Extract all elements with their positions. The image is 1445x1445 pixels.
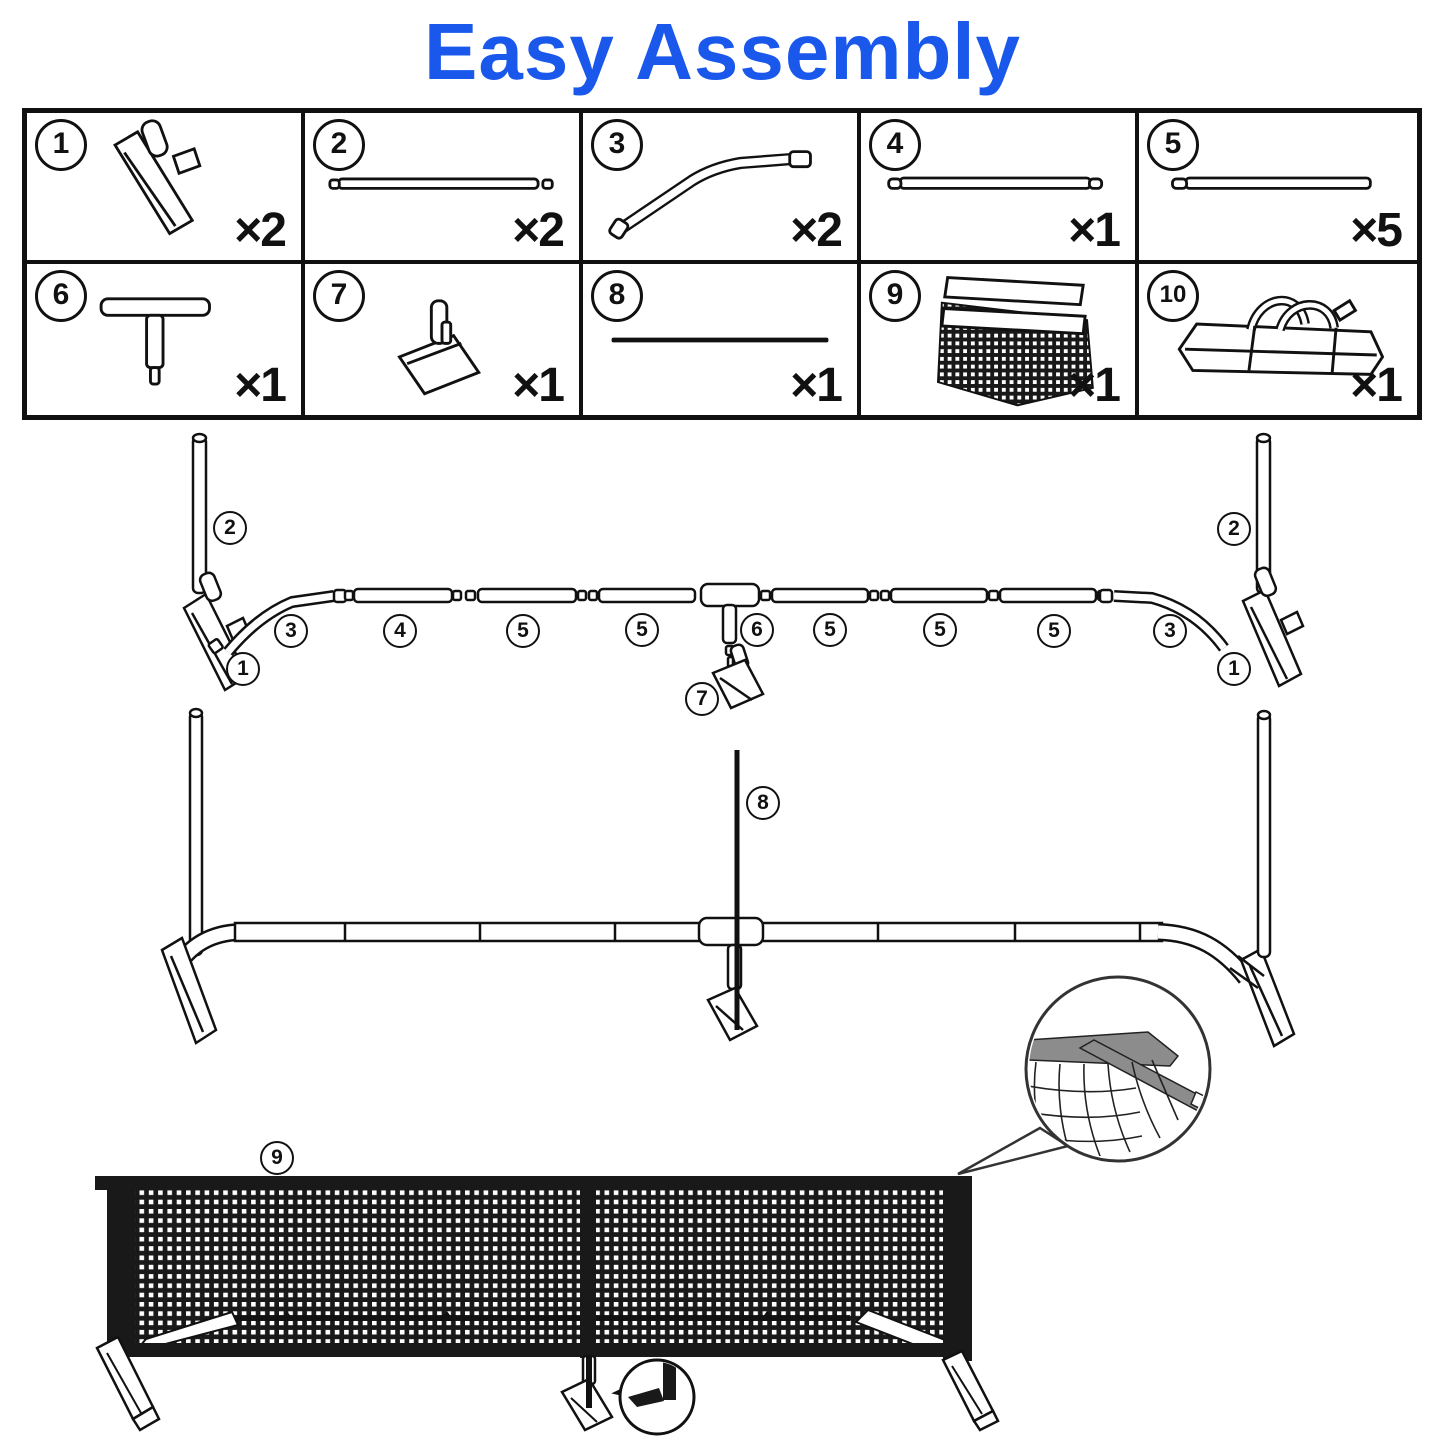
part-quantity: ×1 (1350, 359, 1403, 412)
part-quantity: ×1 (1068, 359, 1121, 412)
callout-tube-4: 4 (383, 614, 417, 648)
part-number-badge: 1 (35, 119, 87, 171)
part-number-badge: 7 (313, 270, 365, 322)
part-illustration-rod (611, 337, 829, 343)
callout-tube-5b: 5 (625, 613, 659, 647)
assembled-frame (160, 707, 1296, 1048)
part-number-badge: 2 (313, 119, 365, 171)
parts-cell-8: 8 ×1 (583, 264, 861, 415)
callout-tube-5c: 5 (813, 613, 847, 647)
callout-center-foot: 7 (685, 682, 719, 716)
parts-table: 1 ×2 2 ×2 (22, 108, 1422, 420)
callout-tube-5a: 5 (506, 614, 540, 648)
net-corner-detail-circle (957, 975, 1212, 1176)
part-number-badge: 10 (1147, 270, 1199, 322)
part-illustration-tube (1171, 176, 1372, 190)
parts-cell-5: 5 ×5 (1139, 113, 1417, 264)
part-illustration-tube (887, 176, 1104, 190)
parts-cell-7: 7 ×1 (305, 264, 583, 415)
callout-tube-5e: 5 (1037, 614, 1071, 648)
parts-cell-4: 4 ×1 (861, 113, 1139, 264)
callout-t-connector: 6 (740, 613, 774, 647)
parts-cell-9: 9 ×1 (861, 264, 1139, 415)
part-illustration-curved-tube (608, 150, 812, 240)
callout-foot-right: 1 (1217, 652, 1251, 686)
part-quantity: ×5 (1350, 204, 1403, 257)
part-quantity: ×2 (234, 204, 287, 257)
part-illustration-net-bundle (936, 276, 1094, 407)
part-number-badge: 3 (591, 119, 643, 171)
parts-cell-6: 6 ×1 (27, 264, 305, 415)
part-illustration-t-connector (99, 297, 211, 386)
part-illustration-center-foot (397, 299, 482, 396)
part-number-badge: 4 (869, 119, 921, 171)
part-quantity: ×1 (1068, 204, 1121, 257)
callout-center-rod: 8 (746, 786, 780, 820)
callout-foot-left: 1 (226, 652, 260, 686)
part-quantity: ×2 (790, 204, 843, 257)
callout-curve-right: 3 (1153, 614, 1187, 648)
parts-cell-10: 10 ×1 (1139, 264, 1417, 415)
part-number-badge: 5 (1147, 119, 1199, 171)
callout-net: 9 (260, 1141, 294, 1175)
callout-tube-5d: 5 (923, 613, 957, 647)
part-illustration-carry-bag (1177, 295, 1385, 376)
part-number-badge: 8 (591, 270, 643, 322)
center-foot-detail-bubble (611, 1358, 696, 1436)
part-quantity: ×1 (790, 359, 843, 412)
callout-curve-left: 3 (274, 614, 308, 648)
callout-pole-right: 2 (1217, 512, 1251, 546)
net-illustration (95, 1176, 1000, 1436)
parts-cell-2: 2 ×2 (305, 113, 583, 264)
parts-cell-3: 3 ×2 (583, 113, 861, 264)
part-quantity: ×1 (234, 359, 287, 412)
callout-pole-left: 2 (213, 511, 247, 545)
part-number-badge: 6 (35, 270, 87, 322)
part-quantity: ×2 (512, 204, 565, 257)
part-illustration-pole (328, 177, 554, 190)
page-title: Easy Assembly (423, 7, 1022, 96)
part-quantity: ×1 (512, 359, 565, 412)
parts-cell-1: 1 ×2 (27, 113, 305, 264)
exploded-view (182, 432, 1305, 710)
part-illustration-foot-base (113, 119, 202, 236)
part-number-badge: 9 (869, 270, 921, 322)
